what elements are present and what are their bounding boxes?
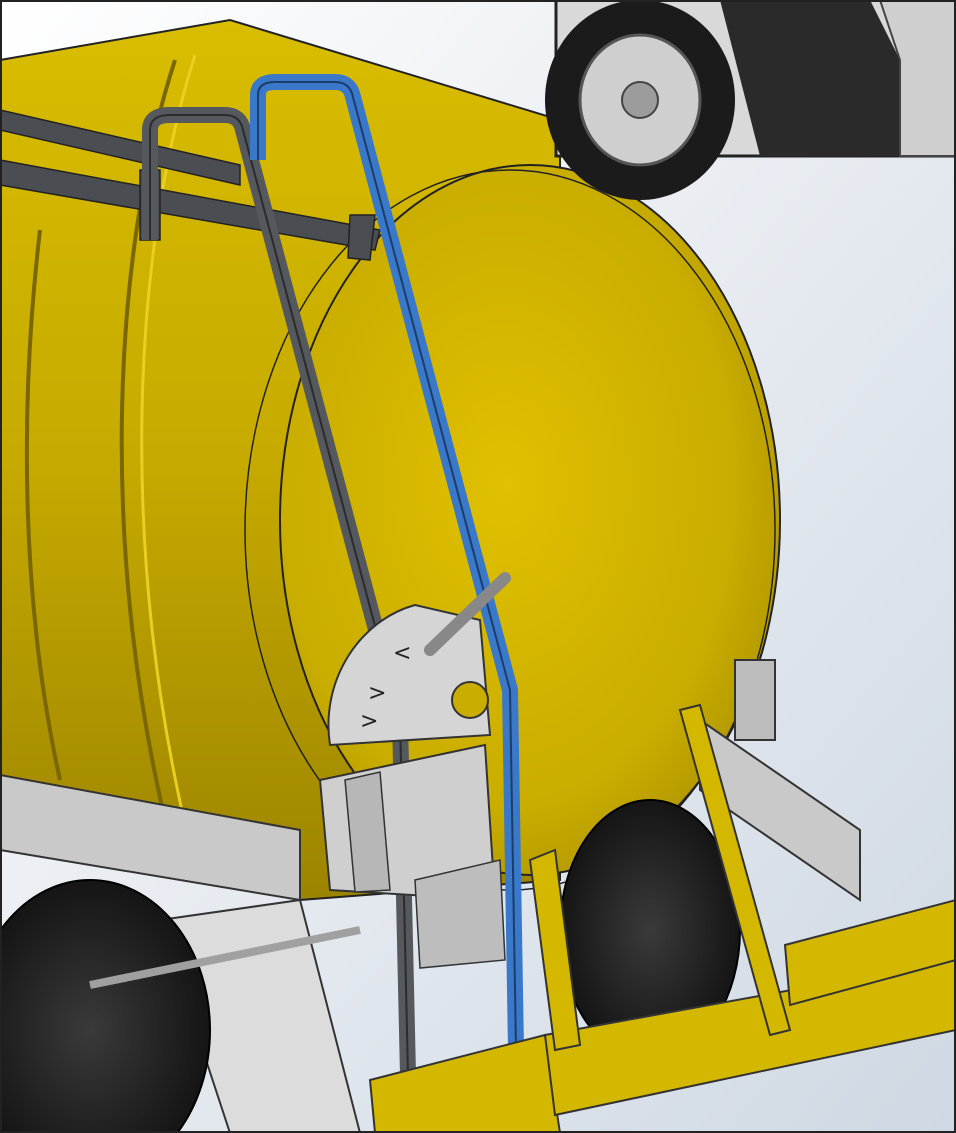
tank-band-left: [24, 229, 62, 781]
valve-hole: [451, 681, 489, 719]
valve-disc: [327, 603, 492, 747]
fender-right-post: [734, 659, 776, 741]
inset-wheel-detail: [545, 0, 956, 200]
drawbar: [368, 703, 956, 1133]
valve-assembly: < > >: [318, 572, 511, 969]
wheels: [0, 799, 741, 1133]
valve-marker-2: >: [368, 681, 386, 706]
valve-marker-3: >: [360, 709, 378, 734]
valve-lever: [424, 572, 511, 656]
wheel-left: [0, 879, 211, 1133]
axle: [89, 926, 361, 989]
valve-marker-1: <: [393, 641, 411, 666]
